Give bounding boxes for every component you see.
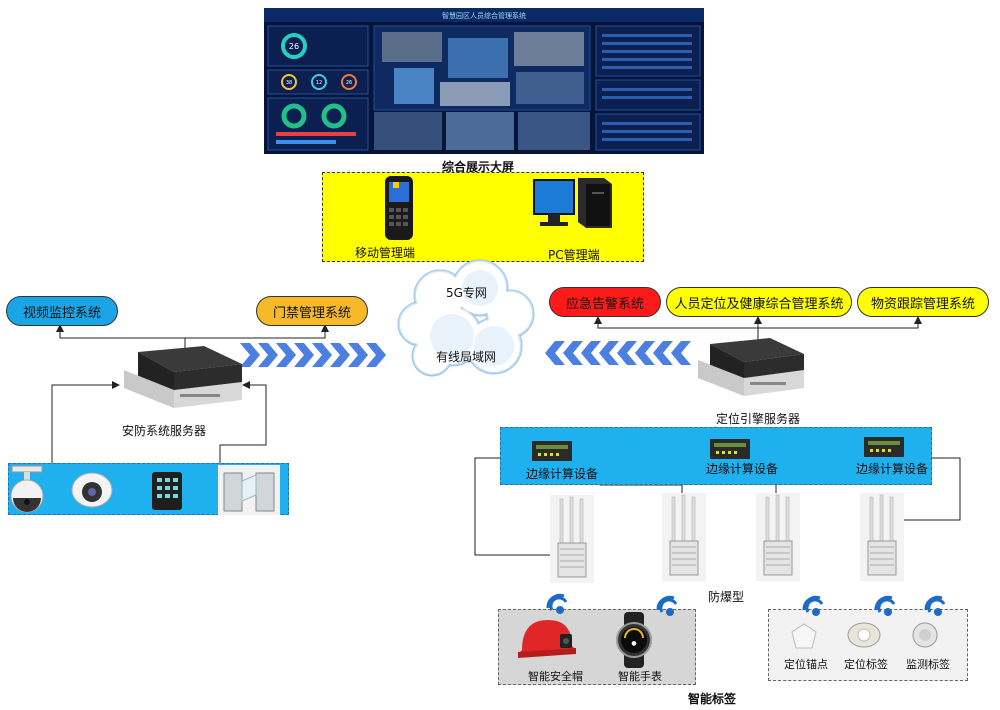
beacon-label: 定位锚点 — [784, 658, 828, 671]
base-station-antenna-icon — [550, 495, 594, 583]
wireless-signal-icon — [546, 593, 568, 614]
material-system-pill: 物资跟踪管理系统 — [857, 287, 989, 317]
dashboard-title: 智慧园区人员综合管理系统 — [442, 11, 526, 20]
cloud-5g-label: 5G专网 — [446, 286, 487, 300]
smart-tags-caption: 智能标签 — [688, 692, 737, 706]
ptz-camera-icon — [10, 465, 44, 513]
pc-icon — [533, 178, 612, 228]
gauge-value: 38 — [286, 80, 292, 86]
gauge-value: 12 — [316, 80, 322, 86]
edge-device-label: 边缘计算设备 — [856, 462, 929, 476]
wireless-signal-icon — [802, 595, 824, 616]
anchor-beacon-icon — [791, 623, 817, 649]
edge-device-icon — [532, 441, 572, 461]
engine-server-icon — [698, 338, 804, 396]
access-system-pill: 门禁管理系统 — [256, 296, 368, 326]
wireless-signal-icon — [874, 595, 896, 616]
edge-device-label: 边缘计算设备 — [706, 462, 779, 476]
cloud-lan-label: 有线局域网 — [436, 350, 497, 364]
alarm-system-pill: 应急告警系统 — [549, 287, 661, 317]
wearable-label: 智能安全帽 — [528, 670, 583, 683]
pc-label: PC管理端 — [548, 248, 600, 262]
base-station-antenna-icon — [860, 493, 904, 581]
mobile-terminal-icon — [385, 176, 413, 240]
left-chevron-arrows — [240, 343, 386, 367]
right-chevron-arrows — [545, 341, 691, 365]
mobile-label: 移动管理端 — [355, 246, 416, 260]
dashboard-caption: 综合展示大屏 — [442, 160, 515, 174]
dome-camera-icon — [71, 472, 113, 508]
video-system-pill: 视频监控系统 — [6, 296, 118, 326]
wireless-signal-icon — [924, 595, 946, 616]
access-keypad-icon — [152, 472, 182, 510]
smart-helmet-icon — [518, 620, 576, 658]
wearable-label: 智能手表 — [618, 670, 662, 683]
smart-watch-icon: ● — [616, 612, 652, 668]
security-server-icon — [124, 346, 242, 408]
svg-text:●: ● — [631, 640, 636, 647]
beacon-label: 定位标签 — [844, 658, 888, 671]
engine-server-label: 定位引擎服务器 — [716, 412, 801, 426]
base-station-antenna-icon — [756, 493, 800, 581]
edge-device-label: 边缘计算设备 — [526, 467, 599, 481]
security-server-label: 安防系统服务器 — [122, 424, 207, 438]
explosion-proof-label: 防爆型 — [708, 590, 745, 604]
base-station-antenna-icon — [662, 493, 706, 581]
gauge-value: 26 — [289, 42, 299, 51]
edge-device-icon — [864, 437, 904, 457]
wireless-signal-icon — [656, 595, 678, 616]
turnstile-gate-icon — [218, 465, 280, 515]
location-tag-icon — [847, 622, 881, 648]
network-cloud — [397, 259, 535, 377]
edge-device-icon — [710, 439, 750, 459]
beacon-label: 监测标签 — [906, 658, 950, 671]
gauge-value: 26 — [346, 80, 352, 86]
personnel-system-pill: 人员定位及健康综合管理系统 — [666, 287, 852, 317]
monitor-tag-icon — [912, 622, 938, 648]
